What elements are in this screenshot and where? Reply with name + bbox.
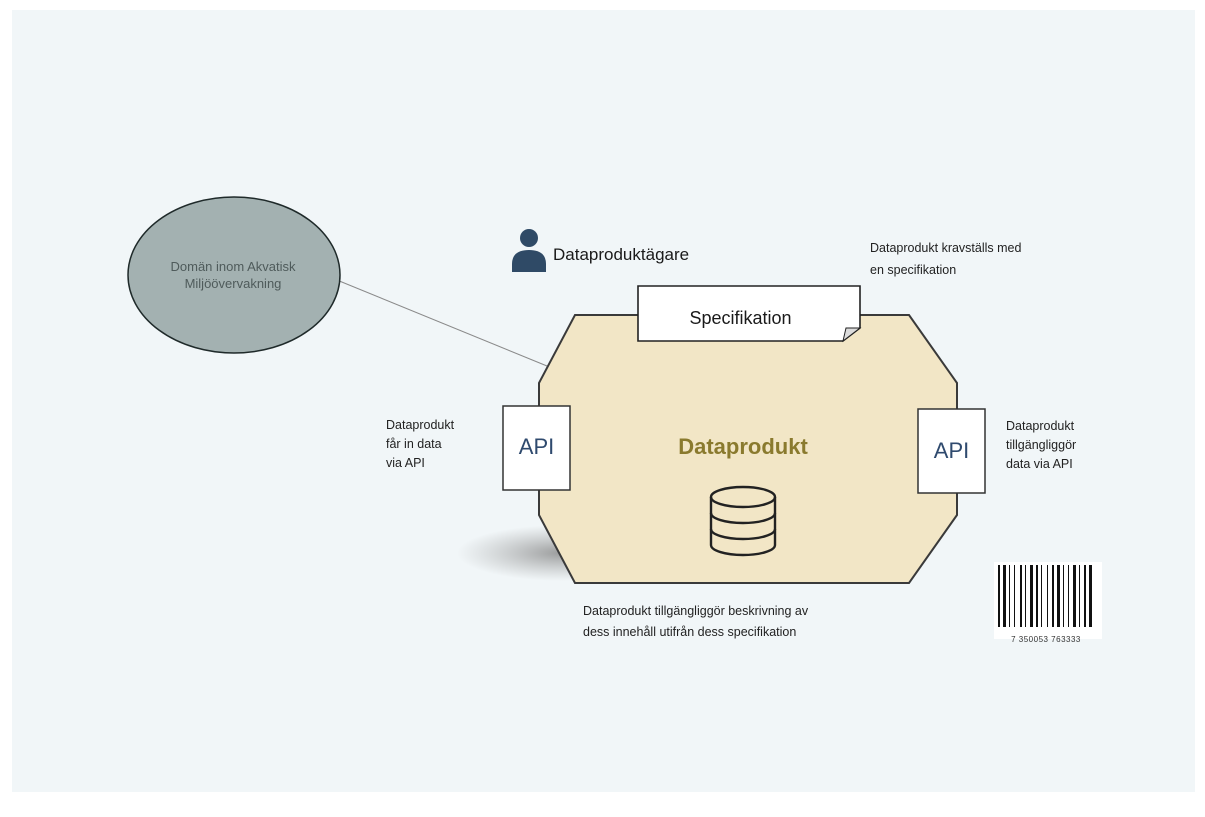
barcode bbox=[998, 565, 1092, 627]
barcode-bar bbox=[1030, 565, 1033, 627]
barcode-bar bbox=[1041, 565, 1042, 627]
domain-bubble-label: Domän inom Akvatisk Miljöövervakning bbox=[170, 259, 296, 291]
api-right-box bbox=[917, 408, 986, 494]
spec-note: Dataprodukt kravställs med en specifikat… bbox=[870, 241, 1022, 277]
barcode-bar bbox=[1073, 565, 1076, 627]
specification-label: Specifikation bbox=[689, 308, 792, 328]
barcode-bar bbox=[1052, 565, 1054, 627]
api-left-label: API bbox=[518, 434, 555, 459]
barcode-bar bbox=[1025, 565, 1026, 627]
diagram-svg bbox=[127, 196, 1102, 639]
barcode-digits: 7 350053 763333 bbox=[1011, 635, 1081, 644]
barcode-bar bbox=[1003, 565, 1006, 627]
barcode-bar bbox=[1020, 565, 1022, 627]
diagram-canvas: Domän inom Akvatisk Miljöövervakning Dat… bbox=[12, 10, 1195, 792]
specification-document bbox=[637, 285, 862, 343]
bottom-note: Dataprodukt tillgängliggör beskrivning a… bbox=[583, 604, 809, 639]
barcode-bar bbox=[1063, 565, 1064, 627]
barcode-bar bbox=[1014, 565, 1015, 627]
barcode-bar bbox=[1057, 565, 1060, 627]
api-left-note: Dataprodukt får in data via API bbox=[386, 418, 455, 470]
api-left-box bbox=[502, 405, 571, 491]
domain-connector-line bbox=[331, 277, 548, 367]
api-right-note: Dataprodukt tillgängliggör data via API bbox=[1006, 419, 1077, 471]
product-title: Dataprodukt bbox=[678, 434, 808, 459]
barcode-bar bbox=[1068, 565, 1069, 627]
api-right-label: API bbox=[933, 438, 970, 463]
barcode-bar bbox=[1036, 565, 1038, 627]
database-icon bbox=[709, 485, 777, 557]
person-icon bbox=[512, 229, 546, 272]
owner-label: Dataproduktägare bbox=[553, 245, 690, 264]
barcode-bar bbox=[1079, 565, 1080, 627]
barcode-bar bbox=[998, 565, 1000, 627]
barcode-bar bbox=[1084, 565, 1086, 627]
domain-bubble-shape bbox=[127, 196, 341, 354]
barcode-bar bbox=[1089, 565, 1092, 627]
barcode-bar bbox=[1047, 565, 1048, 627]
barcode-bar bbox=[1009, 565, 1010, 627]
